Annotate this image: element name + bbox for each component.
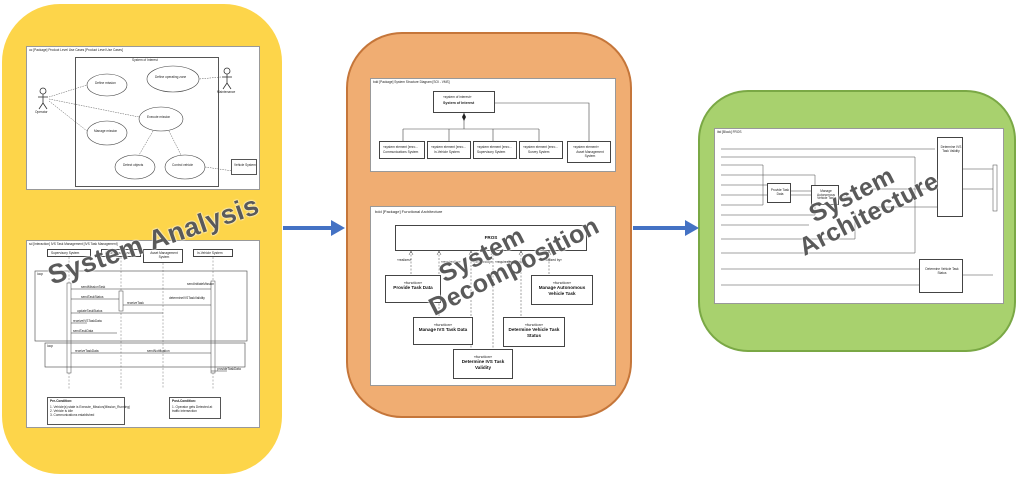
use-case-detect-objects — [114, 154, 156, 180]
functional-architecture-diagram[interactable]: bdd [Package] Functional Architecture FR… — [370, 206, 616, 386]
actor-maintenance-icon — [222, 67, 232, 90]
dependency-label: «realizes» — [397, 258, 412, 262]
message-label: sendTaskData — [73, 329, 94, 333]
block-child: «system element [enro... Communications … — [379, 141, 425, 159]
use-case-define-mission — [86, 73, 128, 97]
block-system-of-interest: «system of interest» System of Interest — [433, 91, 495, 113]
structure-diagram[interactable]: bdd [Package] System Structure Diagram [… — [370, 78, 616, 172]
structure-connectors — [402, 102, 590, 141]
block-child: «system element [enro... Supervisory Sys… — [473, 141, 517, 159]
use-case-diagram-title: uc [Package] Product Level Use Cases [Pr… — [29, 48, 123, 52]
use-case-define-operating-zone — [146, 65, 200, 93]
structure-diagram-title: bdd [Package] System Structure Diagram [… — [373, 80, 450, 84]
message-label: receiveIVSTaskData — [73, 319, 102, 323]
dependency-label: «required by» — [495, 260, 515, 264]
use-case-label: Define mission — [95, 81, 116, 85]
lifeline-head: Supervisory System — [47, 249, 91, 257]
lifeline-head: Asset Management System — [143, 249, 183, 263]
actor-operator-icon — [38, 87, 48, 110]
loop-fragment — [44, 342, 246, 368]
block-child: «system element [enro... In-Vehicle Syst… — [427, 141, 471, 159]
dependency-label: «required by» — [473, 260, 493, 264]
message-label: sendInitiateMission — [187, 282, 215, 286]
use-case-manage-mission — [86, 120, 128, 146]
use-case-label: Execute mission — [147, 115, 171, 119]
use-case-label: Control vehicle — [172, 163, 194, 167]
dependency-label: «realized by» — [543, 258, 562, 262]
use-case-label: Detect objects — [123, 163, 144, 167]
pre-condition-note: Pre-Condition: 1. Vehicle(s) state is Ex… — [47, 397, 130, 425]
dependency-label: «required by» — [507, 260, 527, 264]
message-label: provideTaskData — [217, 367, 241, 371]
block-child: «system element [enro... Survey System — [519, 141, 563, 159]
sequence-diagram-title: sd [Interaction] IVS Task Management [IV… — [29, 242, 118, 246]
function-determine-ivs-task-validity[interactable]: «function» Determine IVS Task Validity — [453, 349, 513, 379]
message-label: receiveTaskData — [75, 349, 99, 353]
functional-architecture-title: bdd [Package] Functional Architecture — [375, 209, 443, 214]
block-fros: FROS — [395, 225, 587, 251]
sequence-diagram[interactable]: sd [Interaction] IVS Task Management [IV… — [26, 240, 260, 428]
ibd-block-determine-ivs-task-validity[interactable]: Determine IVS Task Validity — [937, 137, 963, 217]
lifeline-head: Autonomous System — [101, 249, 141, 257]
message-label: sendNotification — [147, 349, 170, 353]
actor-label: Maintenance — [217, 90, 236, 94]
function-manage-ivs-task-data[interactable]: «function» Manage IVS Task Data — [413, 317, 473, 345]
post-condition-note: Post-Condition: 1. Operator gets Detecte… — [169, 397, 221, 419]
lifeline-head: In-Vehicle System — [193, 249, 233, 257]
ibd-block-determine-vehicle-task-status[interactable]: Determine Vehicle Task Status — [919, 259, 963, 293]
block-child: «system element» Asset Management System — [567, 141, 611, 163]
dependency-label: «required by» — [441, 260, 461, 264]
function-manage-autonomous-vehicle-task[interactable]: «function» Manage Autonomous Vehicle Tas… — [531, 275, 593, 305]
fragment-label: loop — [47, 344, 54, 348]
actor-label: Operator — [35, 110, 48, 114]
use-case-diagram[interactable]: uc [Package] Product Level Use Cases [Pr… — [26, 46, 260, 190]
function-determine-vehicle-task-status[interactable]: «function» Determine Vehicle Task Status — [503, 317, 565, 347]
message-label: sendTaskStatus — [81, 295, 104, 299]
message-label: receiveTask — [127, 301, 144, 305]
use-case-label: Define operating zone — [155, 75, 187, 79]
internal-block-diagram-title: ibd [Block] FROS — [717, 130, 742, 134]
note-text: Vehicle System — [234, 163, 256, 167]
loop-fragment — [34, 270, 248, 342]
message-label: determineIVSTaskValidity — [169, 296, 205, 300]
use-case-graphics — [38, 65, 234, 180]
arrow-decomposition-to-architecture-icon — [633, 220, 699, 236]
arrow-analysis-to-decomposition-icon — [283, 220, 345, 236]
sequence-graphics — [34, 257, 248, 389]
ibd-block-manage-autonomous-vehicle-task[interactable]: Manage Autonomous Vehicle Task — [811, 185, 839, 205]
function-provide-task-data[interactable]: «function» Provide Task Data — [385, 275, 441, 303]
ibd-block-provide-task-data[interactable]: Provide Task Data — [767, 183, 791, 203]
ibd-connectors — [721, 148, 998, 286]
message-label: sendMissionTask — [81, 285, 106, 289]
fragment-label: loop — [37, 272, 44, 276]
system-boundary-label: System of Interest — [132, 58, 158, 62]
use-case-execute-mission — [138, 106, 184, 132]
message-label: updateTaskStatus — [77, 309, 103, 313]
internal-block-diagram[interactable]: ibd [Block] FROS Provide Task Data Manag… — [714, 128, 1004, 304]
note-box: Vehicle System — [231, 159, 257, 175]
use-case-label: Manage mission — [94, 129, 118, 133]
